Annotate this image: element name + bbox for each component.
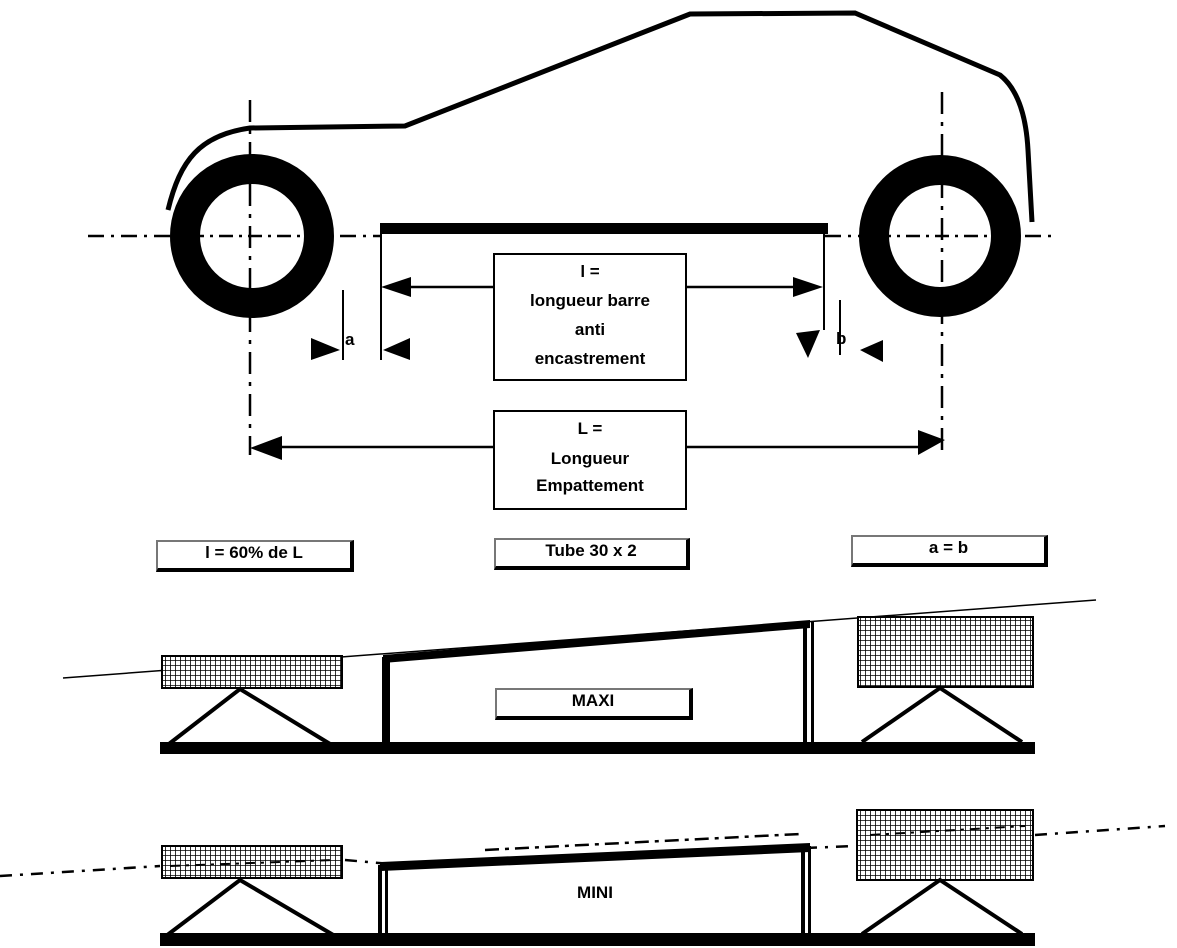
a-arrow-left xyxy=(311,338,340,360)
front-wheel xyxy=(170,154,334,318)
l-box-line-1: l = xyxy=(580,262,600,281)
l-box-line-3: anti xyxy=(574,320,606,339)
mini-gauge-top xyxy=(380,843,810,871)
maxi-front-pad xyxy=(161,655,343,689)
maxi-front-trestle xyxy=(163,686,337,749)
mini-dashed-reference-line xyxy=(0,824,1166,878)
L-definition-box: L = Longueur Empattement xyxy=(493,410,687,510)
mini-rear-trestle xyxy=(860,877,1024,936)
label-b: b xyxy=(836,329,846,348)
l-box-line-2: longueur barre xyxy=(530,291,650,310)
a-arrow-right xyxy=(383,338,410,360)
mini-rear-pad xyxy=(856,809,1034,881)
rule-ab-box: a = b xyxy=(851,535,1048,567)
L-box-line-2: Longueur xyxy=(550,449,630,468)
L-box-line-3: Empattement xyxy=(536,476,644,495)
mini-gauge-right-post xyxy=(801,846,805,936)
mini-base xyxy=(160,933,1035,946)
L-box-line-1: L = xyxy=(577,419,603,438)
l-definition-box: l = longueur barre anti encastrement xyxy=(493,253,687,381)
maxi-gauge-top xyxy=(383,620,810,663)
rule-ratio-box: l = 60% de L xyxy=(156,540,354,572)
mini-front-pad xyxy=(161,845,343,879)
maxi-gauge-left-post xyxy=(382,657,390,745)
car-body-outline xyxy=(165,10,1035,223)
l-arrow-left xyxy=(381,277,411,297)
maxi-base xyxy=(160,742,1035,754)
label-a: a xyxy=(345,330,355,349)
rule-tube-box: Tube 30 x 2 xyxy=(494,538,690,570)
mini-label: MINI xyxy=(577,883,613,902)
anti-roll-bar xyxy=(380,223,828,234)
maxi-label-box: MAXI xyxy=(495,688,693,720)
L-arrow-left xyxy=(250,436,282,460)
l-arrow-right xyxy=(793,277,823,297)
mini-gauge-left-post xyxy=(378,865,382,937)
mini-front-trestle xyxy=(164,877,337,938)
b-arrow-right xyxy=(860,340,883,362)
b-arrow-left xyxy=(796,330,820,358)
l-box-line-4: encastrement xyxy=(534,349,646,368)
maxi-gauge-right-post xyxy=(803,622,807,745)
maxi-rear-trestle xyxy=(860,685,1024,744)
L-arrow-right xyxy=(918,430,945,455)
maxi-rear-pad xyxy=(857,616,1034,688)
rear-wheel xyxy=(859,155,1021,317)
